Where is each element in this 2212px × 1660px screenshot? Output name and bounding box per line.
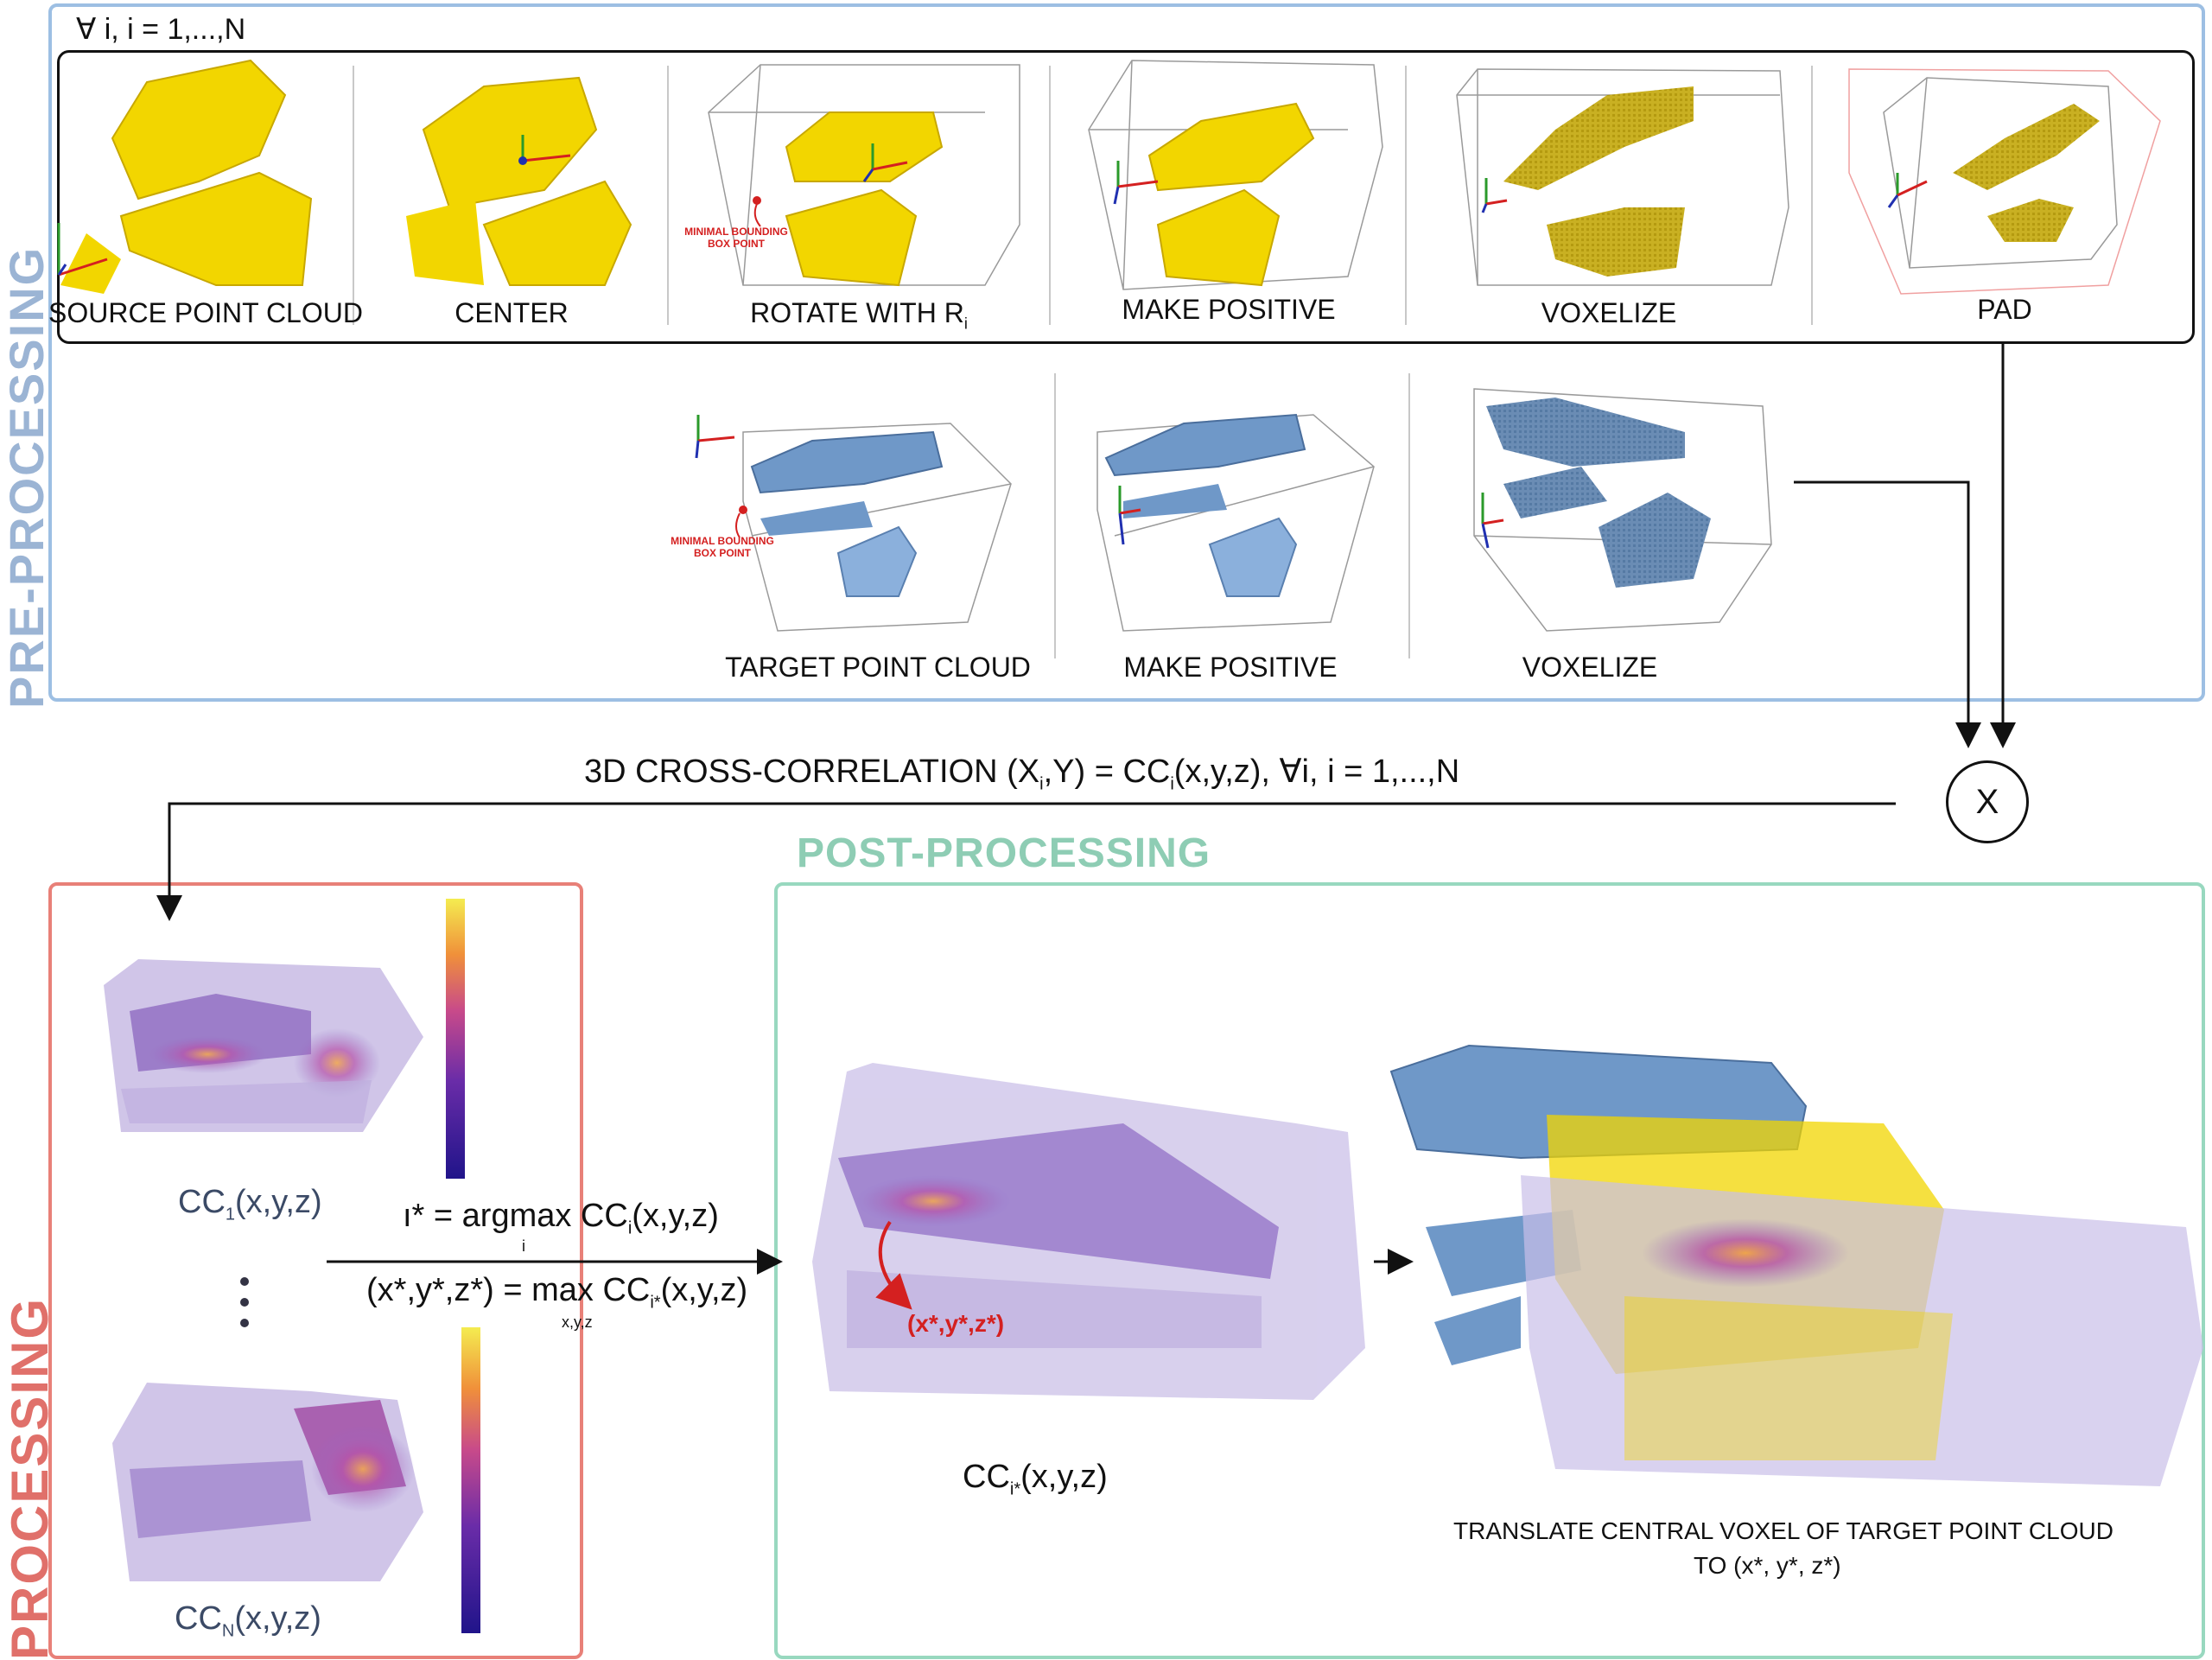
cc-first-label: CC1(x,y,z) <box>178 1184 322 1224</box>
cc-last-label: CCN(x,y,z) <box>175 1600 321 1641</box>
cc-star-label: CCi*(x,y,z) <box>963 1459 1108 1499</box>
step-separator <box>1405 66 1407 325</box>
max-formula: (x*,y*,z*) = max CCi*(x,y,z) <box>366 1272 748 1313</box>
target-annotation-line1: MINIMAL BOUNDING <box>671 535 774 547</box>
cross-correlation-formula: 3D CROSS-CORRELATION (Xi,Y) = CCi(x,y,z)… <box>584 754 1460 794</box>
peak-location-label: (x*,y*,z*) <box>907 1310 1005 1337</box>
cross-correlation-operator: X <box>1946 760 2029 843</box>
ccn-heatmap-volume <box>112 1383 423 1581</box>
step-target-voxelize: VOXELIZE <box>1522 652 1658 683</box>
step-pad: PAD <box>1977 294 2032 325</box>
translate-caption-line1: TRANSLATE CENTRAL VOXEL OF TARGET POINT … <box>1453 1517 2113 1544</box>
annotation-line1: MINIMAL BOUNDING <box>684 226 788 238</box>
source-point-cloud-illustration <box>57 59 313 294</box>
step-separator <box>667 66 669 325</box>
source-pipeline-frame <box>57 50 2195 344</box>
argmax-formula: ı* = argmax CCi(x,y,z) <box>403 1198 719 1238</box>
step-separator <box>1811 66 1813 325</box>
step-voxelize: VOXELIZE <box>1541 297 1677 328</box>
step-separator <box>1054 373 1056 658</box>
pre-processing-frame <box>48 3 2205 702</box>
step-separator <box>353 66 354 325</box>
cc1-heatmap-volume <box>104 959 423 1132</box>
ellipsis-dots <box>240 1277 249 1339</box>
translate-caption-line2: TO (x*, y*, z*) <box>1694 1552 1841 1579</box>
center-illustration <box>406 76 632 286</box>
step-target-make-positive: MAKE POSITIVE <box>1123 652 1338 683</box>
target-annotation-line2: BOX POINT <box>694 547 752 559</box>
step-separator <box>1049 66 1051 325</box>
ccn-colorbar <box>461 1327 480 1633</box>
step-source-point-cloud: SOURCE POINT CLOUD <box>48 297 363 328</box>
step-make-positive: MAKE POSITIVE <box>1122 294 1336 325</box>
aligned-result-illustration <box>1389 1044 2203 1486</box>
step-rotate: ROTATE WITH Ri <box>750 297 968 333</box>
annotation-line2: BOX POINT <box>708 238 766 250</box>
cc1-colorbar <box>446 899 465 1179</box>
step-separator <box>1408 373 1410 658</box>
argmax-under-index: i <box>522 1237 525 1255</box>
step-target-point-cloud: TARGET POINT CLOUD <box>725 652 1031 683</box>
max-under-index: x,y,z <box>562 1313 593 1331</box>
post-processing-label: POST-PROCESSING <box>797 830 1211 876</box>
processing-frame <box>48 882 583 1659</box>
loop-label: ∀ i, i = 1,...,N <box>76 13 246 46</box>
step-center: CENTER <box>454 297 569 328</box>
cc-star-heatmap-volume <box>812 1063 1365 1400</box>
